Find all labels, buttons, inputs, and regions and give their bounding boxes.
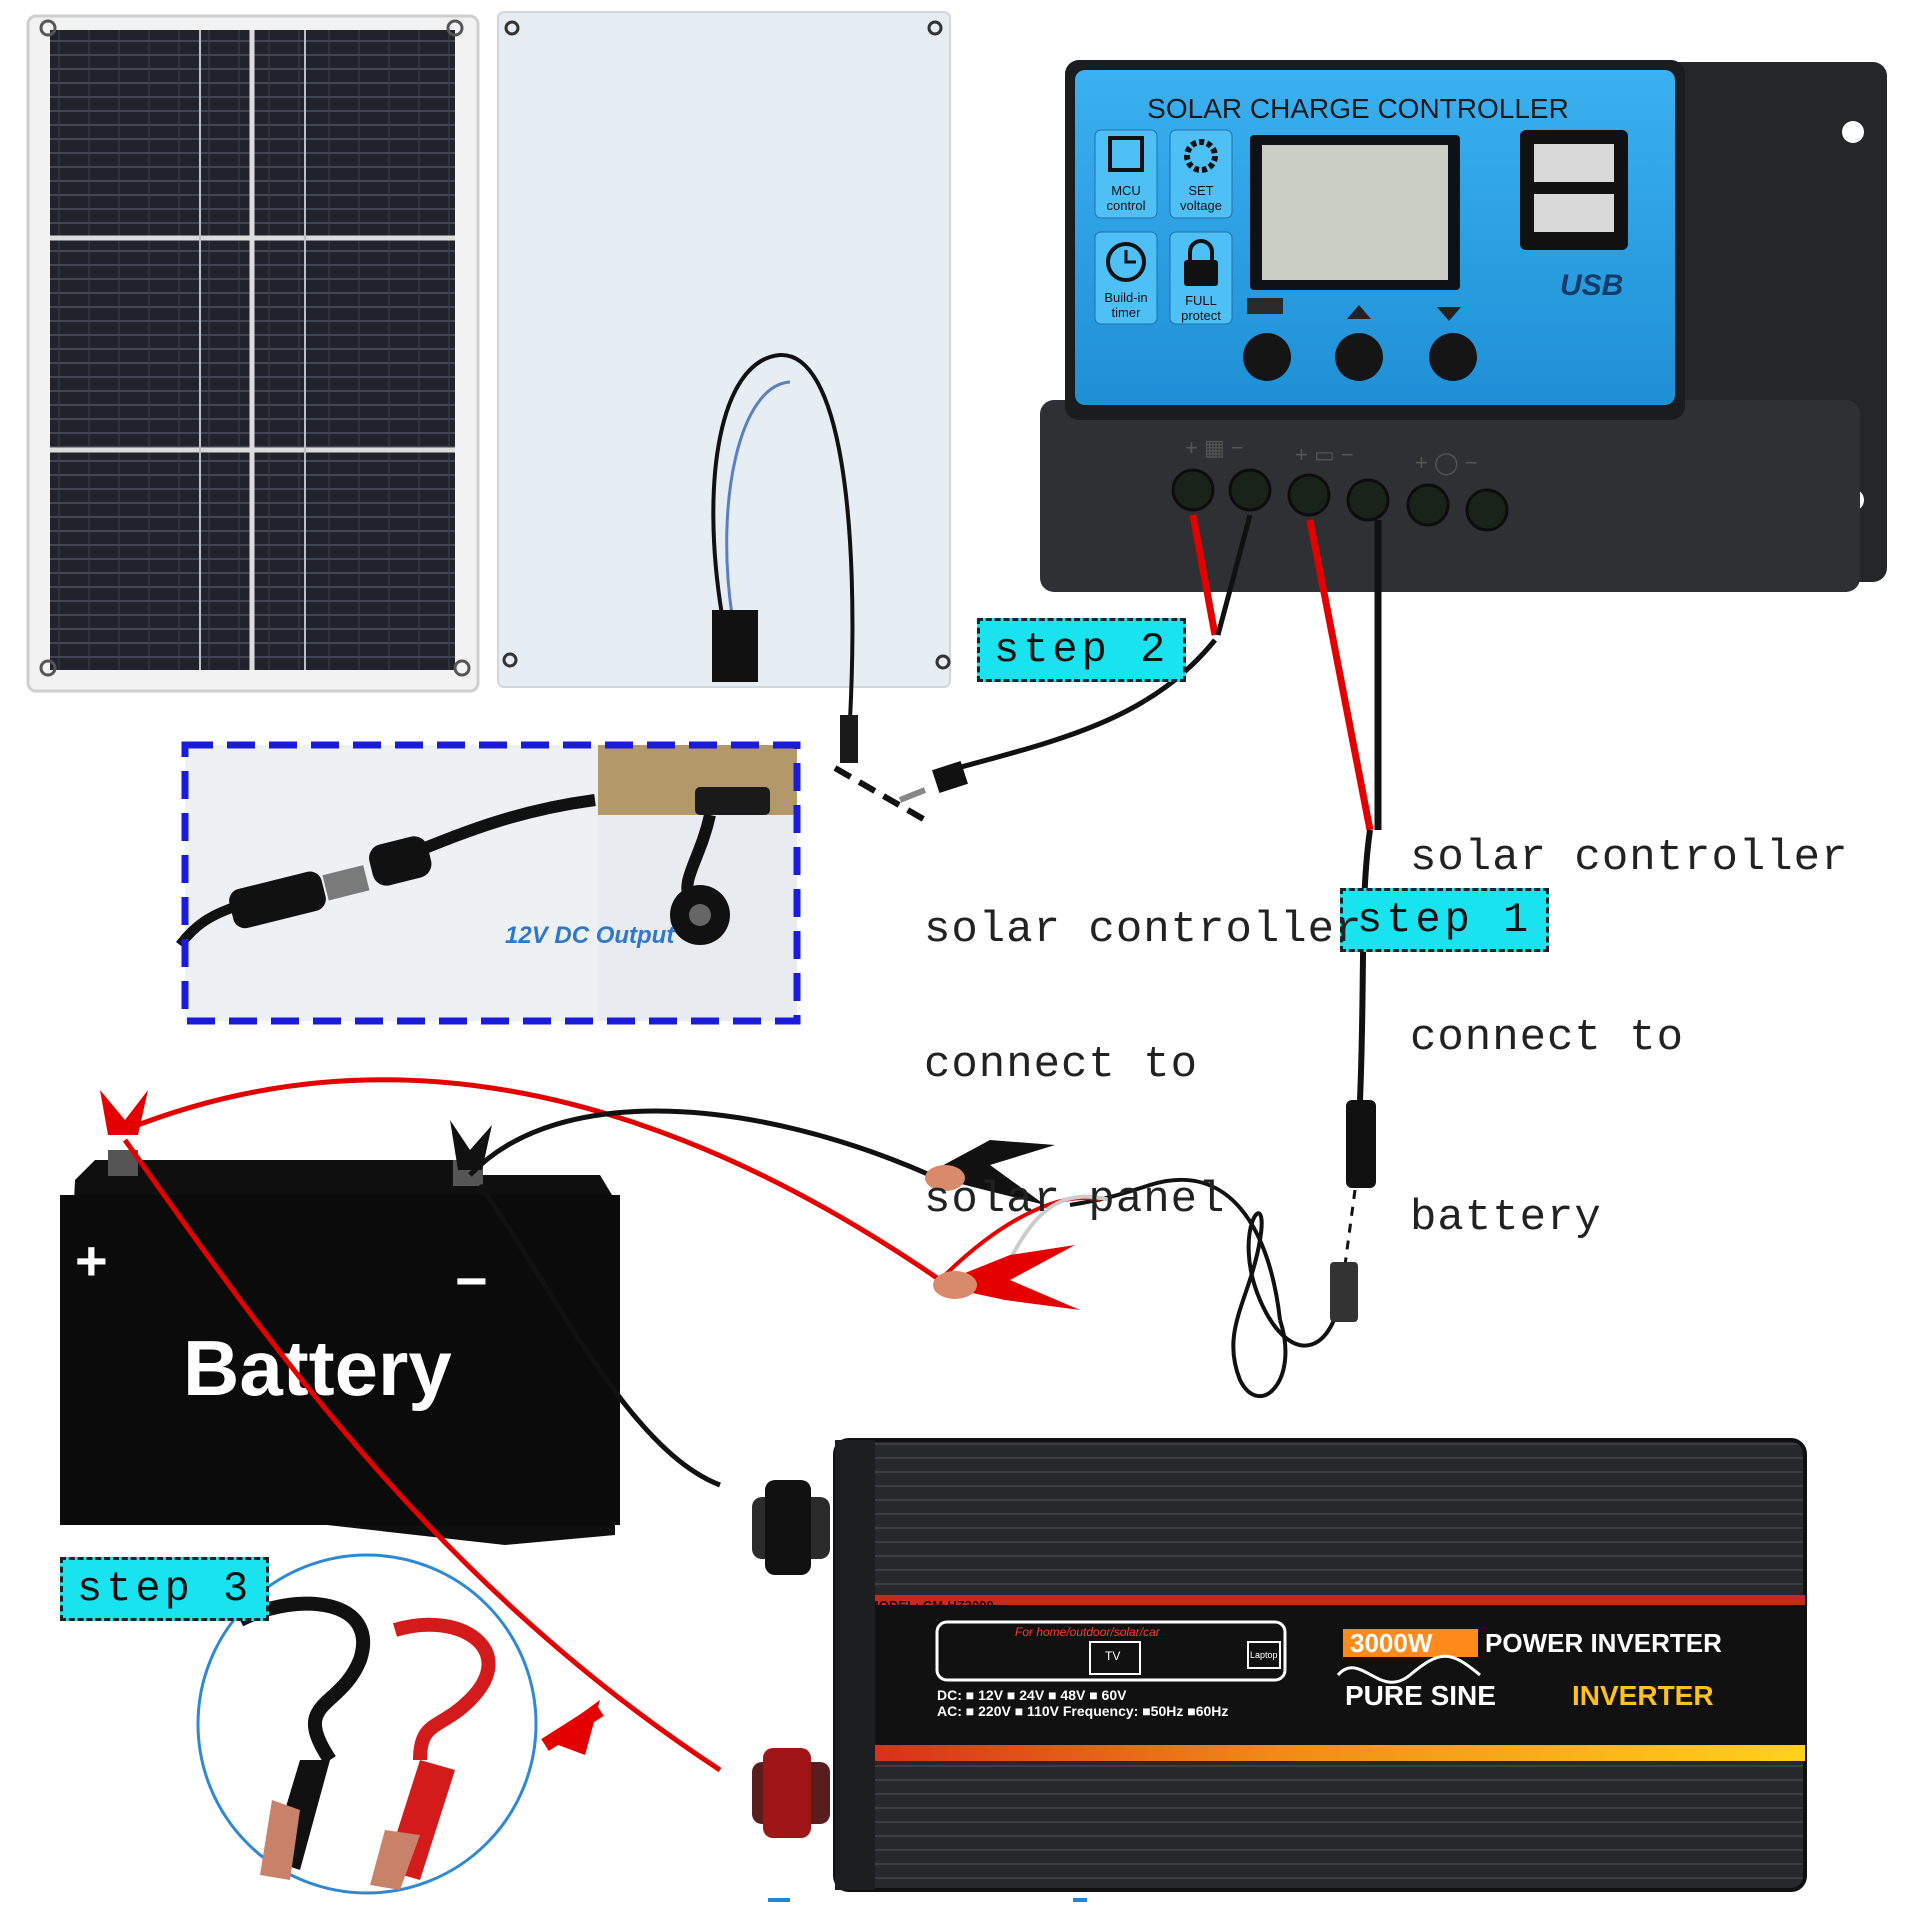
controller-title: SOLAR CHARGE CONTROLLER [1147, 93, 1569, 124]
badge-full-label-2: protect [1181, 308, 1221, 323]
bottom-cut-text [768, 1898, 1087, 1902]
solar-panel-front [26, 14, 480, 693]
badge-mcu-label-2: control [1106, 198, 1145, 213]
caption-controller-panel: solar controller connect to solar panel [924, 818, 1362, 1268]
caption-controller-panel-line-1: solar controller [924, 905, 1363, 955]
step-1-badge: step 1 [1340, 888, 1550, 952]
black-clamp-inverter-side [925, 1140, 1055, 1205]
caption-controller-battery-line-2: connect to [1410, 1013, 1685, 1063]
battery-plus: + [75, 1229, 108, 1292]
positive-terminal [752, 1748, 830, 1838]
controller-terminals: + ▦ − + ▭ − + ◯ − [1171, 435, 1509, 532]
negative-terminal [752, 1480, 830, 1575]
badge-mcu-label-1: MCU [1111, 183, 1141, 198]
badge-timer-label-2: timer [1112, 305, 1142, 320]
caption-controller-panel-line-2: connect to [924, 1040, 1199, 1090]
tv-label: TV [1105, 1649, 1120, 1663]
caption-controller-battery-line-3: battery [1410, 1193, 1602, 1243]
caption-controller-battery-line-1: solar controller [1410, 833, 1849, 883]
clamps-photo [196, 1553, 538, 1895]
solar-charge-controller: SOLAR CHARGE CONTROLLER MCU control SET … [1040, 60, 1887, 592]
dc-output-label: 12V DC Output [505, 922, 675, 949]
usb-port [1534, 144, 1614, 182]
inverter-title: POWER INVERTER [1485, 1628, 1722, 1658]
power-inverter: MODEL: CM-HZ3000 For home/outdoor/solar/… [752, 1438, 1807, 1892]
controller-button-up[interactable] [1335, 333, 1383, 381]
solar-panel-back [497, 11, 951, 763]
badge-timer: Build-in timer [1094, 231, 1158, 325]
lock-icon [1184, 239, 1218, 286]
badge-mcu: MCU control [1094, 129, 1158, 219]
badge-set-label-1: SET [1188, 183, 1213, 198]
controller-button-menu[interactable] [1243, 333, 1291, 381]
inverter-subtitle-yellow: INVERTER [1572, 1680, 1714, 1711]
step3-arrow [541, 1700, 604, 1755]
badge-full-protect: FULL protect [1169, 231, 1233, 325]
caption-controller-panel-line-3: solar panel [924, 1175, 1226, 1225]
step-2-badge: step 2 [977, 618, 1187, 682]
badge-timer-label-1: Build-in [1104, 290, 1147, 305]
caption-controller-battery: solar controller connect to battery [1410, 708, 1848, 1308]
inverter-power: 3000W [1350, 1628, 1433, 1658]
red-clamp-battery [100, 1090, 148, 1135]
controller-button-down[interactable] [1429, 333, 1477, 381]
badge-set-label-2: voltage [1180, 198, 1222, 213]
step-3-badge: step 3 [60, 1557, 270, 1621]
inverter-ac-line: AC: ■ 220V ■ 110V Frequency: ■50Hz ■60Hz [937, 1703, 1228, 1719]
gear-icon [1184, 139, 1218, 173]
battery-cables [100, 1077, 1111, 1773]
battery: + − Battery [60, 1150, 620, 1545]
laptop-label: Laptop [1250, 1650, 1278, 1660]
battery-minus: − [455, 1249, 488, 1312]
inverter-dc-line: DC: ■ 12V ■ 24V ■ 48V ■ 60V [937, 1687, 1127, 1703]
clock-icon [1106, 242, 1146, 282]
svg-text:+ ▦ −: + ▦ − [1185, 435, 1244, 460]
inverter-subtitle-white: PURE SINE [1345, 1680, 1496, 1711]
inverter-model: MODEL: CM-HZ3000 [868, 1598, 994, 1613]
badge-full-label-1: FULL [1185, 293, 1217, 308]
chip-icon [1108, 136, 1144, 172]
svg-text:+ ▭ −: + ▭ − [1295, 442, 1354, 467]
badge-set-voltage: SET voltage [1169, 129, 1233, 219]
black-clamp-battery [450, 1120, 492, 1170]
svg-text:+ ◯ −: + ◯ − [1415, 450, 1478, 476]
inverter-uses: For home/outdoor/solar/car [1015, 1625, 1161, 1639]
dc-connector-inset: 12V DC Output [176, 741, 927, 1025]
red-clamp-inverter-side [933, 1245, 1080, 1310]
usb-label: USB [1560, 269, 1623, 302]
